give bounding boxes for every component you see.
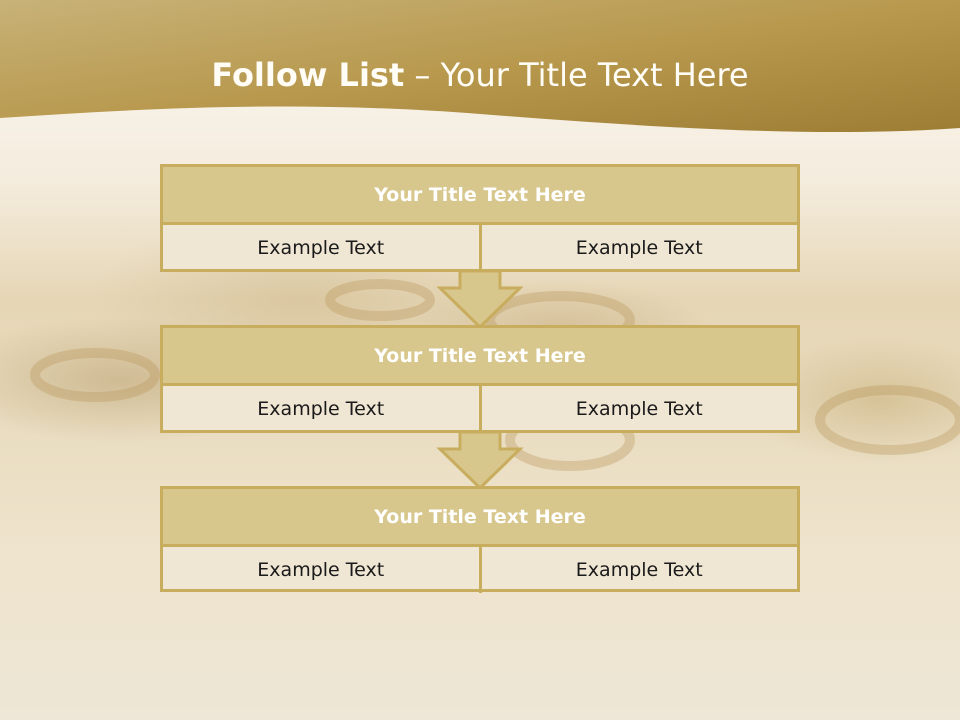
- step-row: Example Text Example Text: [163, 386, 797, 432]
- step-box-1: Your Title Text Here Example Text Exampl…: [160, 164, 800, 272]
- page-title: Follow List – Your Title Text Here: [0, 56, 960, 94]
- step-row: Example Text Example Text: [163, 547, 797, 593]
- down-arrow-icon: [436, 270, 524, 330]
- title-bold: Follow List: [211, 56, 405, 94]
- step-cell-right: Example Text: [478, 225, 798, 271]
- step-cell-left: Example Text: [257, 559, 385, 581]
- step-box-3: Your Title Text Here Example Text Exampl…: [160, 486, 800, 593]
- title-banner: [0, 0, 960, 133]
- title-rest: – Your Title Text Here: [404, 56, 749, 94]
- step-box-2: Your Title Text Here Example Text Exampl…: [160, 325, 800, 433]
- down-arrow-icon: [436, 431, 524, 491]
- step-title: Your Title Text Here: [163, 167, 797, 225]
- step-title: Your Title Text Here: [163, 328, 797, 386]
- step-cell-right: Example Text: [478, 547, 798, 593]
- step-title: Your Title Text Here: [163, 489, 797, 547]
- step-cell-left: Example Text: [257, 398, 385, 420]
- step-cell-right: Example Text: [478, 386, 798, 432]
- step-cell-left: Example Text: [257, 237, 385, 259]
- step-row: Example Text Example Text: [163, 225, 797, 271]
